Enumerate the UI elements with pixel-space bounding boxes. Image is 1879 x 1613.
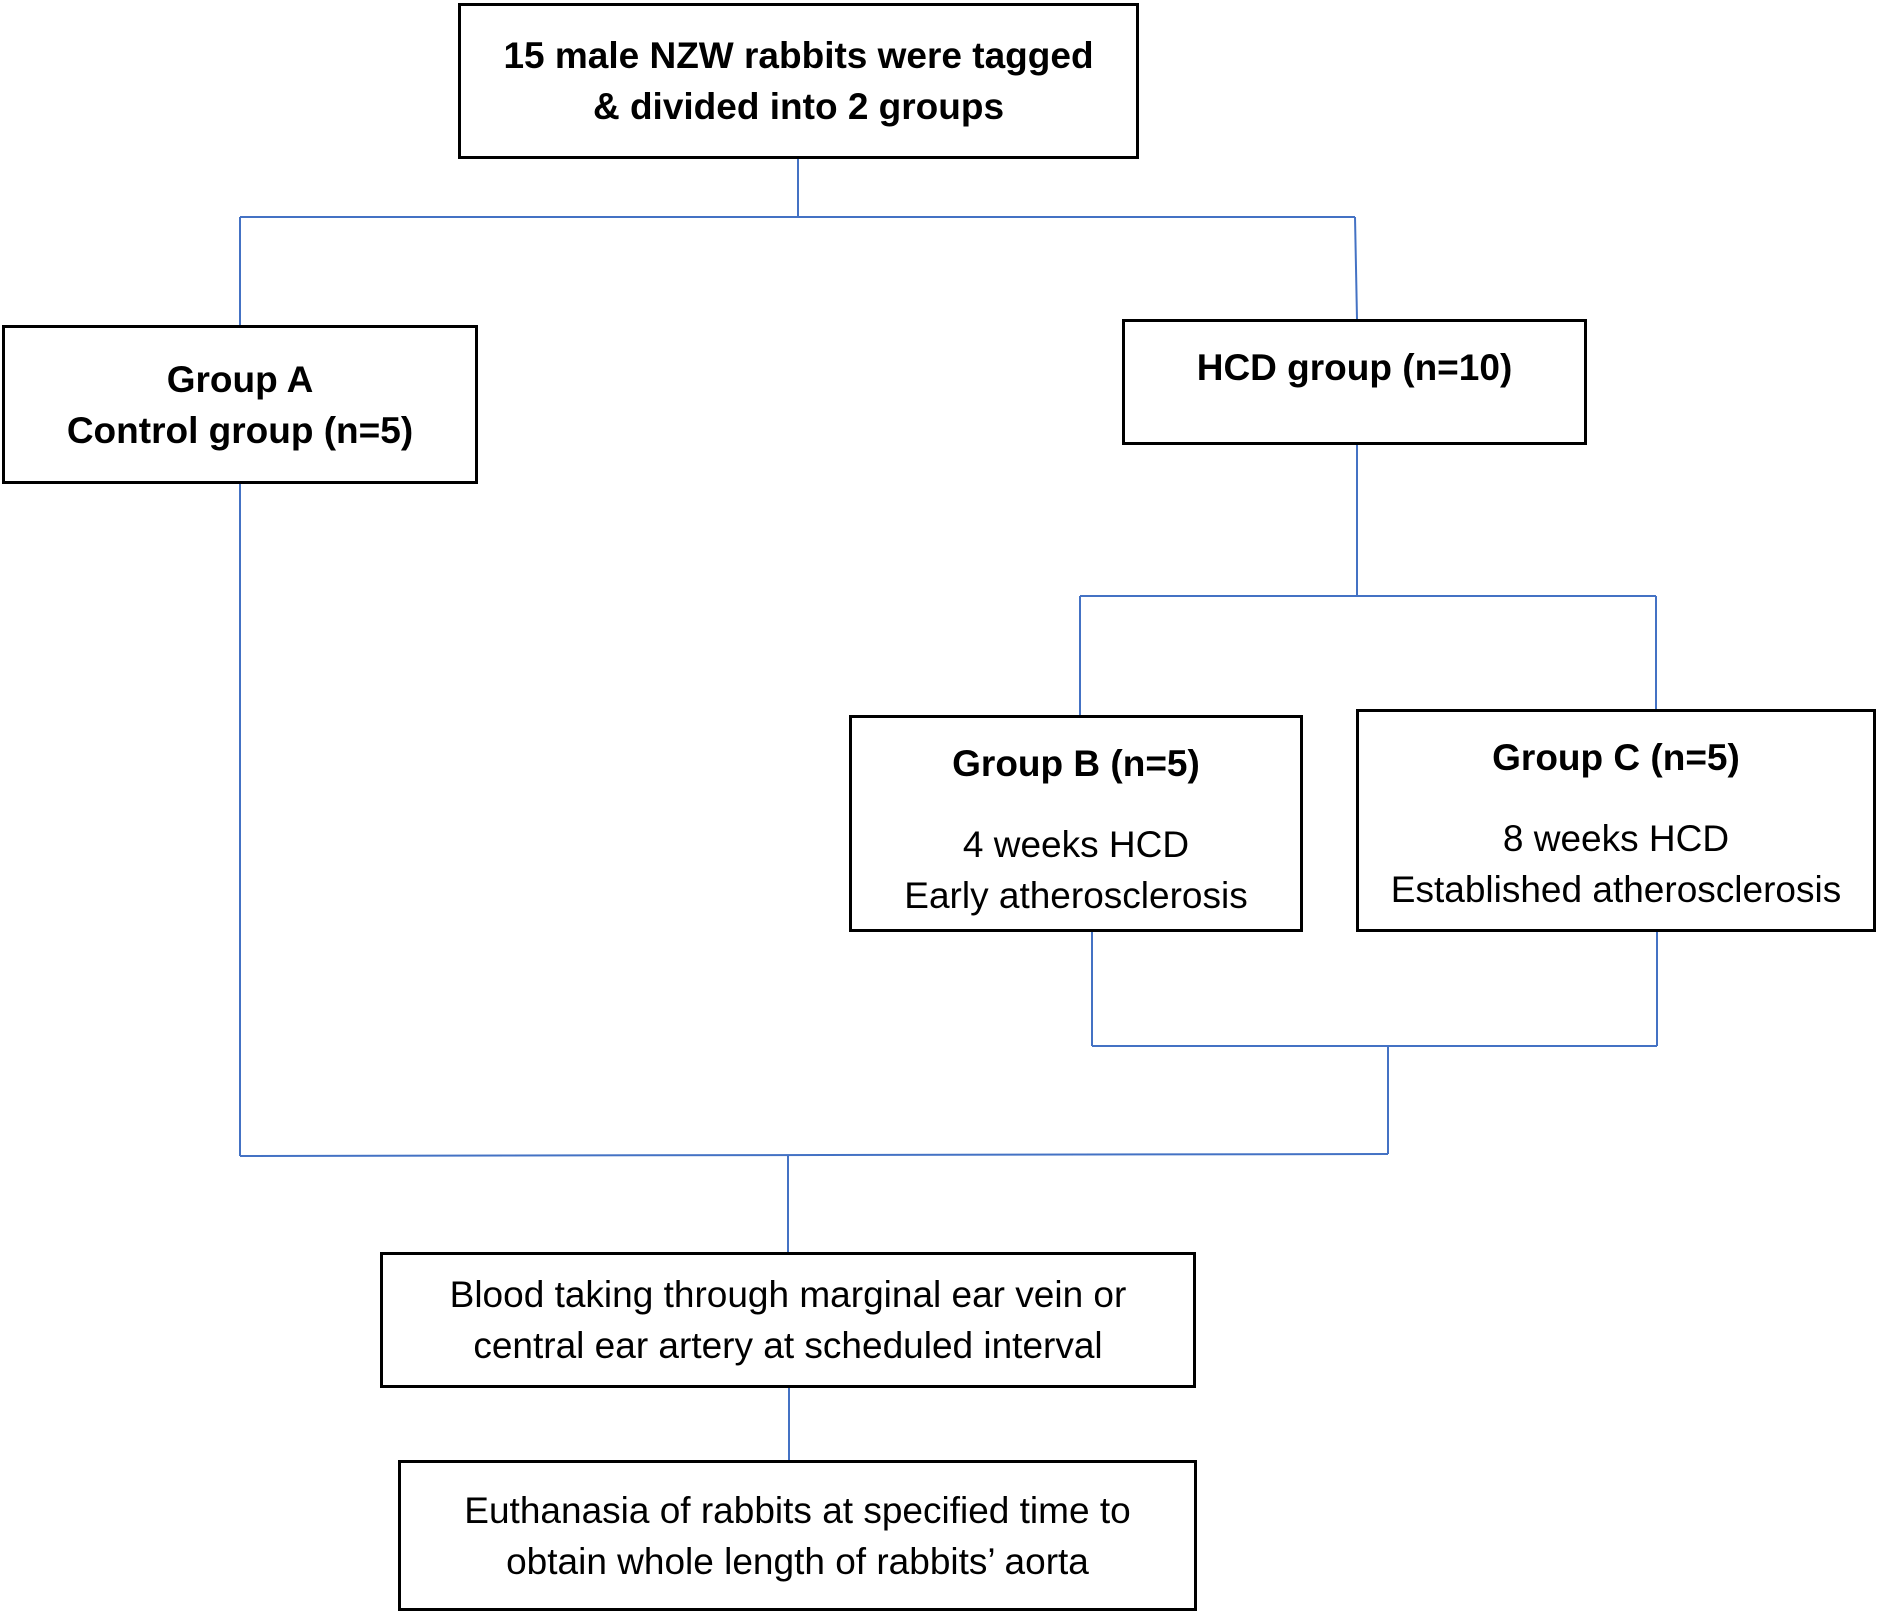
group-b-duration: 4 weeks HCD	[962, 824, 1190, 865]
connector-to-hcd	[1354, 216, 1358, 320]
group-c-title: Group C (n=5)	[1492, 737, 1740, 778]
group-c-stage: Established atherosclerosis	[1390, 869, 1842, 910]
euthanasia-line-1: Euthanasia of rabbits at specified time …	[464, 1489, 1131, 1531]
group-c-duration: 8 weeks HCD	[1502, 818, 1730, 859]
hcd-group-box: HCD group (n=10)	[1122, 319, 1587, 445]
euthanasia-box: Euthanasia of rabbits at specified time …	[398, 1460, 1197, 1611]
group-a-title: Group A	[166, 358, 314, 400]
group-b-title: Group B (n=5)	[952, 743, 1200, 784]
blood-line-2: central ear artery at scheduled interval	[473, 1325, 1103, 1366]
hcd-group-title: HCD group (n=10)	[1196, 347, 1513, 388]
blood-taking-box: Blood taking through marginal ear vein o…	[380, 1252, 1196, 1388]
group-b-box: Group B (n=5) 4 weeks HCD Early atherosc…	[849, 715, 1303, 932]
blood-line-1: Blood taking through marginal ear vein o…	[449, 1274, 1127, 1315]
start-box: 15 male NZW rabbits were tagged & divide…	[458, 3, 1139, 159]
start-line-2: & divided into 2 groups	[592, 86, 1005, 127]
group-a-subtitle: Control group (n=5)	[66, 409, 414, 451]
group-b-stage: Early atherosclerosis	[904, 875, 1248, 916]
group-c-box: Group C (n=5) 8 weeks HCD Established at…	[1356, 709, 1876, 932]
start-line-1: 15 male NZW rabbits were tagged	[503, 35, 1094, 76]
connector-final-merge	[239, 1153, 1389, 1157]
euthanasia-line-2: obtain whole length of rabbits’ aorta	[506, 1540, 1089, 1582]
group-a-box: Group A Control group (n=5)	[2, 325, 478, 484]
